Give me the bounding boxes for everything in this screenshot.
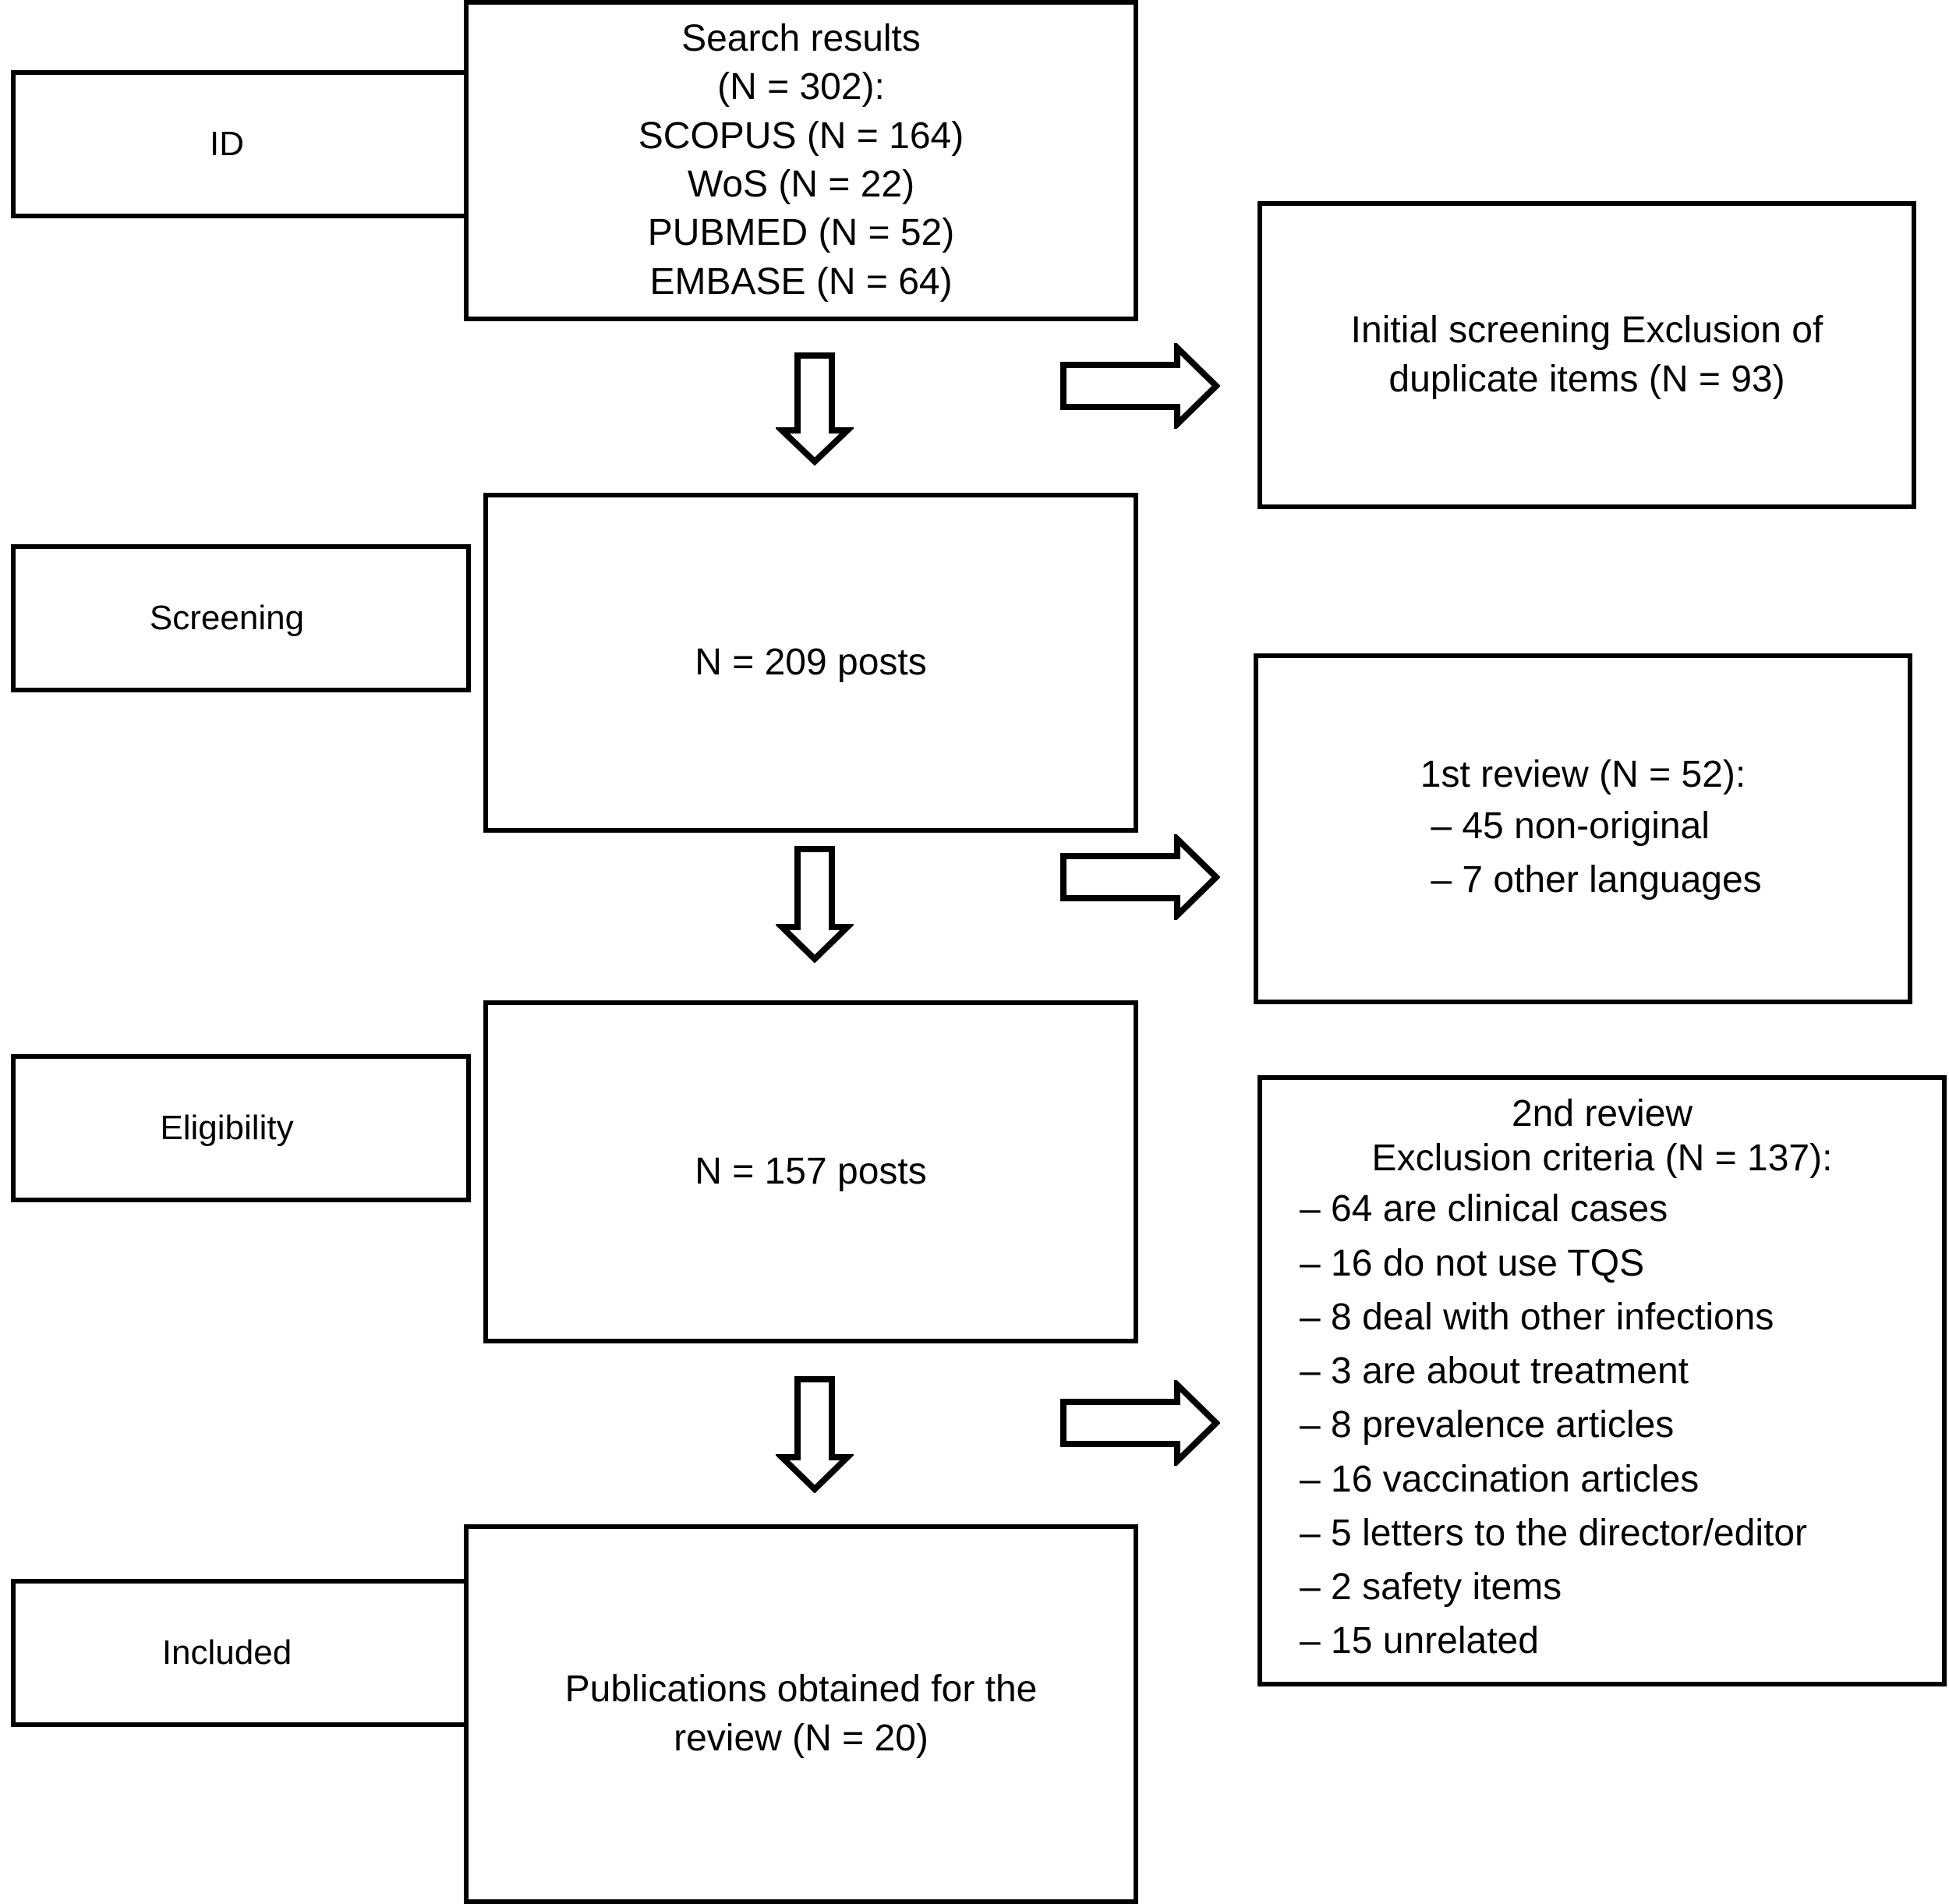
stage-label-included-text: Included	[161, 1633, 292, 1672]
right-arrow-1-icon	[1060, 343, 1220, 429]
exclusion-box-initial-screening: Initial screening Exclusion of duplicate…	[1257, 201, 1916, 509]
eligibility-count-text: N = 157 posts	[695, 1150, 927, 1192]
right-arrow-3-icon	[1060, 1380, 1220, 1466]
main-box-search-results: Search results (N = 302): SCOPUS (N = 16…	[464, 0, 1138, 321]
list-item: – 8 deal with other infections	[1300, 1296, 1774, 1338]
first-review-list: – 45 non-original – 7 other languages	[1404, 801, 1761, 906]
main-box-eligibility-count: N = 157 posts	[483, 1000, 1138, 1343]
stage-label-screening-text: Screening	[149, 599, 305, 638]
down-arrow-2-icon	[776, 846, 854, 963]
exclusion-box-first-review: 1st review (N = 52): – 45 non-original –…	[1254, 653, 1912, 1004]
stage-label-identification-text: ID	[210, 125, 244, 164]
exclusion-box-second-review: 2nd review Exclusion criteria (N = 137):…	[1257, 1075, 1947, 1686]
included-count-text: Publications obtained for the review (N …	[564, 1669, 1038, 1759]
right-arrow-2-icon	[1060, 834, 1220, 920]
list-item: – 45 non-original	[1431, 805, 1710, 848]
list-item: – 16 do not use TQS	[1300, 1242, 1645, 1284]
search-results-text: Search results (N = 302): SCOPUS (N = 16…	[638, 17, 964, 303]
down-arrow-1-icon	[776, 352, 854, 465]
main-box-included-count: Publications obtained for the review (N …	[464, 1524, 1138, 1904]
list-item: – 8 prevalence articles	[1300, 1404, 1675, 1446]
list-item: – 64 are clinical cases	[1300, 1188, 1668, 1230]
list-item: – 16 vaccination articles	[1300, 1458, 1700, 1500]
second-review-heading: 2nd review Exclusion criteria (N = 137):	[1371, 1093, 1833, 1179]
first-review-heading: 1st review (N = 52):	[1420, 754, 1746, 796]
list-item: – 15 unrelated	[1300, 1620, 1539, 1662]
list-item: – 5 letters to the director/editor	[1300, 1512, 1807, 1554]
screening-count-text: N = 209 posts	[695, 641, 927, 683]
stage-label-identification: ID	[11, 70, 471, 218]
stage-label-eligibility: Eligibility	[11, 1054, 471, 1202]
initial-screening-text: Initial screening Exclusion of duplicate…	[1350, 310, 1823, 400]
list-item: – 2 safety items	[1300, 1566, 1562, 1608]
main-box-screening-count: N = 209 posts	[483, 493, 1138, 833]
second-review-list: – 64 are clinical cases – 16 do not use …	[1273, 1184, 1931, 1666]
stage-label-screening: Screening	[11, 544, 471, 692]
stage-label-included: Included	[11, 1579, 471, 1727]
list-item: – 3 are about treatment	[1300, 1350, 1689, 1393]
stage-label-eligibility-text: Eligibility	[160, 1109, 294, 1148]
list-item: – 7 other languages	[1431, 859, 1762, 901]
down-arrow-3-icon	[776, 1376, 854, 1493]
